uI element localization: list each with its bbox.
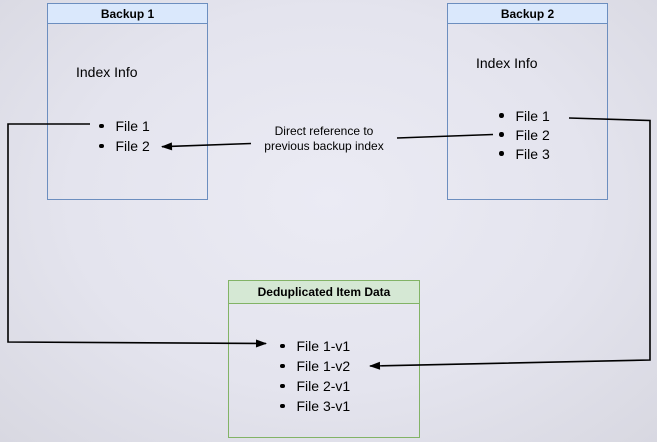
bullet-icon	[99, 143, 104, 149]
backup1-box: Backup 1 Index Info File 1 File 2	[47, 3, 208, 200]
file-label: File 3	[515, 145, 550, 162]
bullet-icon	[499, 113, 504, 118]
dedup-box: Deduplicated Item Data File 1-v1 File 1-…	[228, 280, 420, 438]
file-label: File 3-v1	[296, 398, 351, 414]
dedup-file-list: File 1-v1 File 1-v2 File 2-v1 File 3-v1	[229, 336, 419, 416]
list-item: File 1-v2	[229, 356, 419, 376]
dedup-title: Deduplicated Item Data	[229, 281, 419, 304]
bullet-icon	[499, 132, 504, 137]
list-item: File 2-v1	[229, 376, 419, 396]
backup2-file-list: File 1 File 2 File 3	[448, 106, 607, 163]
backup2-box: Backup 2 Index Info File 1 File 2 File 3	[447, 3, 608, 200]
backup1-title: Backup 1	[48, 4, 207, 24]
file-label: File 2	[515, 126, 550, 143]
bullet-icon	[280, 363, 285, 369]
edge-label-line2: previous backup index	[264, 139, 384, 153]
list-item: File 3-v1	[229, 396, 419, 416]
list-item: File 3	[448, 144, 607, 163]
file-label: File 2	[115, 138, 150, 154]
list-item: File 1-v1	[229, 336, 419, 356]
file-label: File 1-v1	[296, 338, 351, 354]
list-item: File 2	[48, 136, 207, 156]
file-label: File 1	[115, 118, 150, 134]
edge-label-line1: Direct reference to	[274, 124, 374, 138]
bullet-icon	[499, 151, 504, 156]
backup2-title: Backup 2	[448, 4, 607, 24]
bullet-icon	[280, 343, 285, 349]
bullet-icon	[99, 123, 104, 129]
file-label: File 1	[515, 107, 550, 124]
list-item: File 1	[448, 106, 607, 125]
backup1-file-list: File 1 File 2	[48, 116, 207, 156]
backup2-index-info-label: Index Info	[476, 55, 538, 71]
list-item: File 1	[48, 116, 207, 136]
file-label: File 2-v1	[296, 378, 351, 394]
bullet-icon	[280, 403, 285, 409]
bullet-icon	[280, 383, 285, 389]
file-label: File 1-v2	[296, 358, 351, 374]
direct-reference-edge-label: Direct reference to previous backup inde…	[243, 124, 405, 154]
backup1-index-info-label: Index Info	[76, 64, 138, 80]
list-item: File 2	[448, 125, 607, 144]
